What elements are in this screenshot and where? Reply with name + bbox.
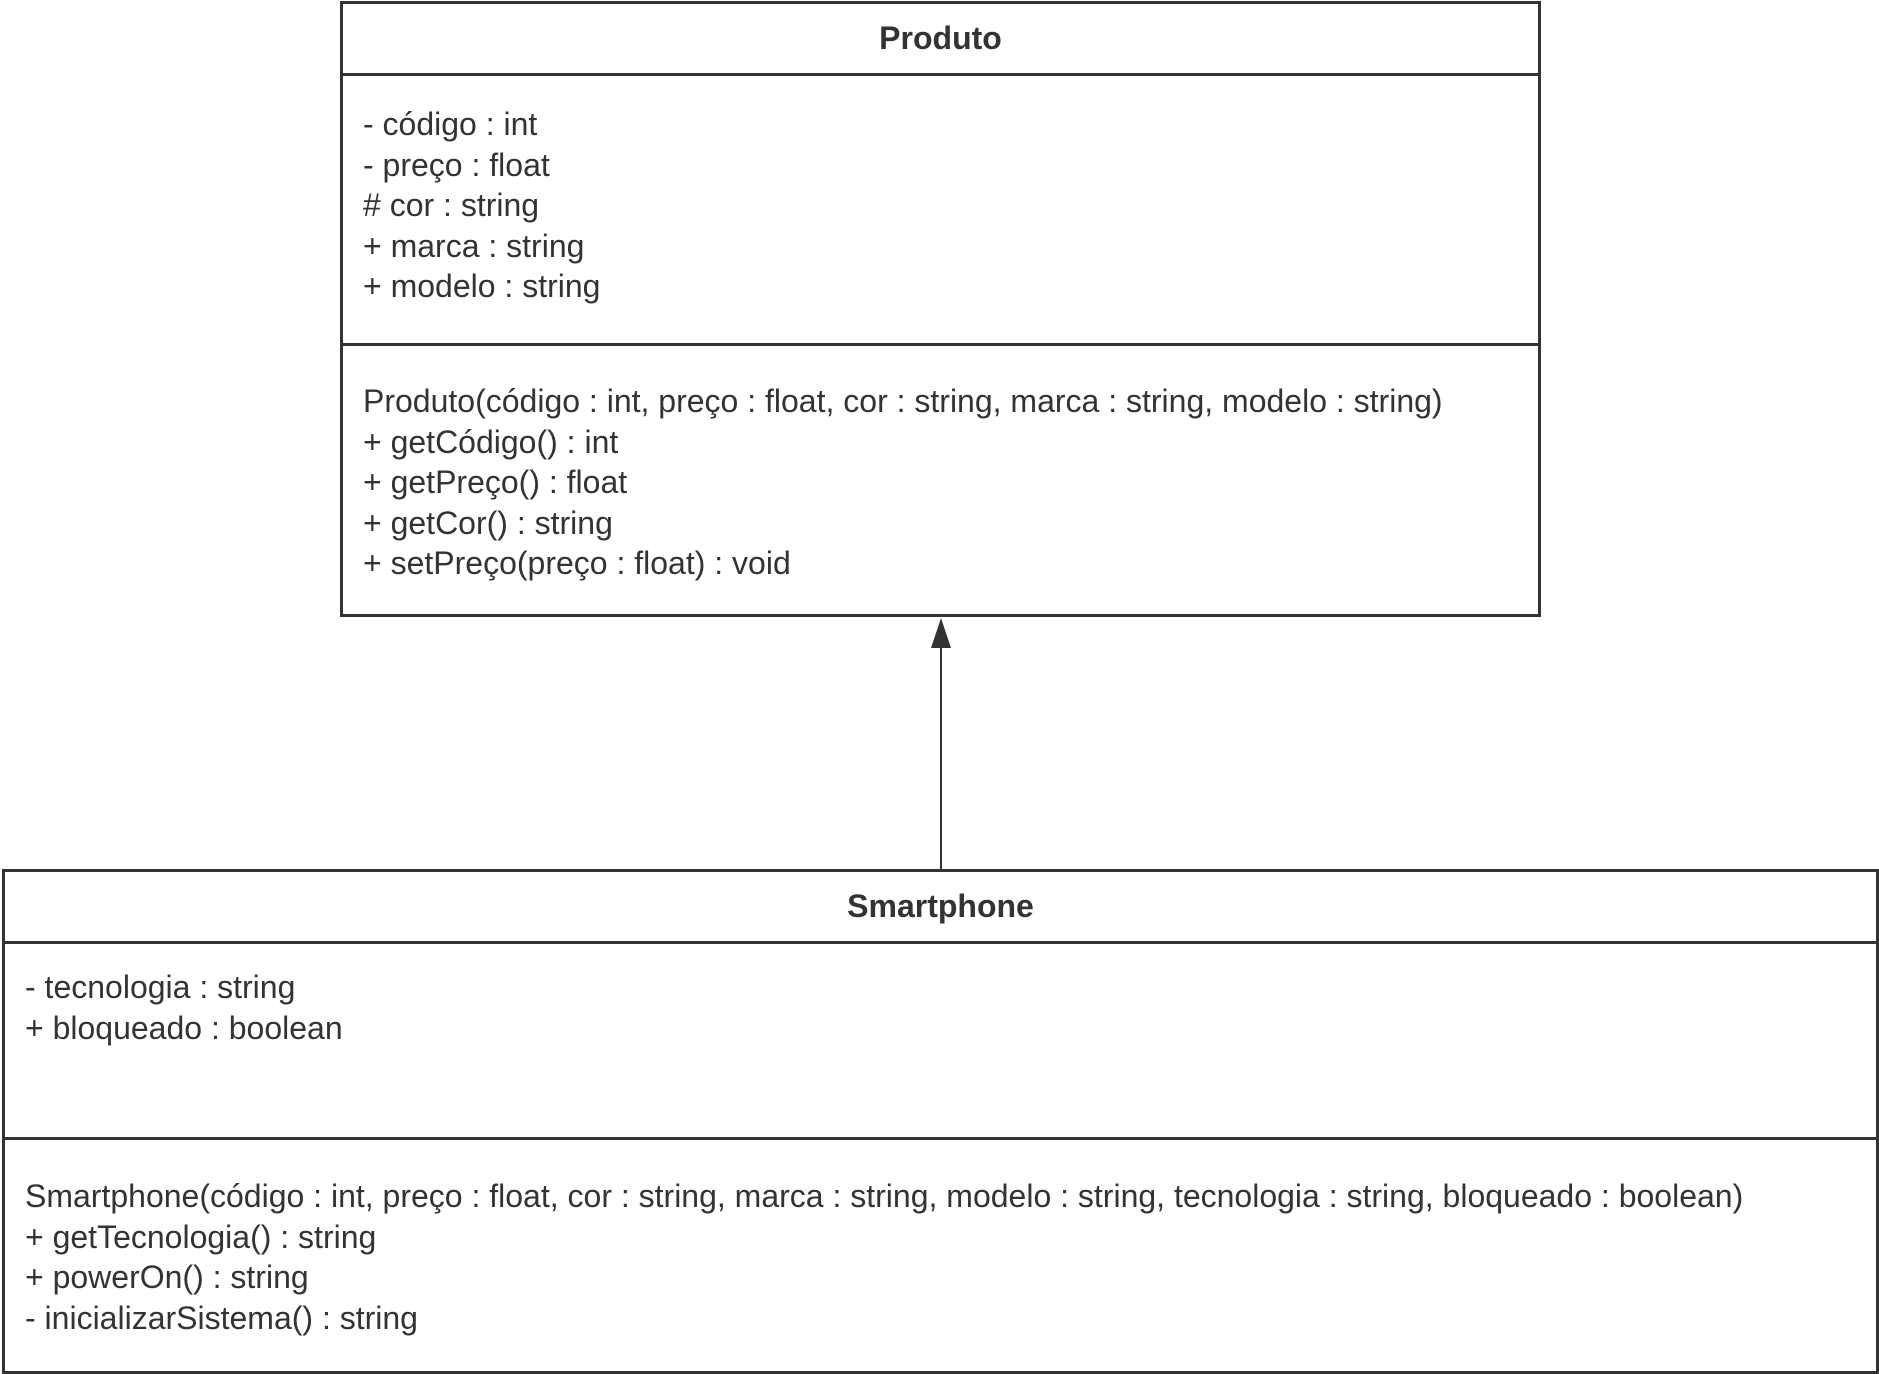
attribute: - código : int (363, 106, 538, 142)
attribute: # cor : string (363, 187, 540, 223)
operation: + getTecnologia() : string (25, 1218, 377, 1255)
inheritance-arrowhead (931, 618, 951, 648)
operation: + getCódigo() : int (363, 423, 619, 460)
attributes-compartment: - código : int - preço : float # cor : s… (343, 76, 1538, 346)
attribute: + modelo : string (363, 268, 601, 304)
class-smartphone[interactable]: Smartphone - tecnologia : string + bloqu… (2, 869, 1879, 1374)
operations-compartment: Produto(código : int, preço : float, cor… (343, 346, 1538, 584)
operation: + setPreço(preço : float) : void (363, 545, 791, 581)
attribute: - tecnologia : string (25, 969, 296, 1005)
operation: + getPreço() : float (363, 464, 628, 500)
attribute: + bloqueado : boolean (25, 1009, 343, 1046)
class-name: Smartphone (5, 872, 1876, 944)
operation: + getCor() : string (363, 504, 613, 541)
operation: Produto(código : int, preço : float, cor… (363, 383, 1443, 419)
operation: - inicializarSistema() : string (25, 1299, 418, 1336)
operations-compartment: Smartphone(código : int, preço : float, … (5, 1140, 1876, 1338)
class-produto[interactable]: Produto - código : int - preço : float #… (340, 1, 1541, 617)
attributes-compartment: - tecnologia : string + bloqueado : bool… (5, 944, 1876, 1140)
operation: Smartphone(código : int, preço : float, … (25, 1178, 1744, 1214)
attribute: + marca : string (363, 227, 585, 264)
class-name: Produto (343, 4, 1538, 76)
operation: + powerOn() : string (25, 1259, 309, 1295)
attribute: - preço : float (363, 146, 550, 183)
